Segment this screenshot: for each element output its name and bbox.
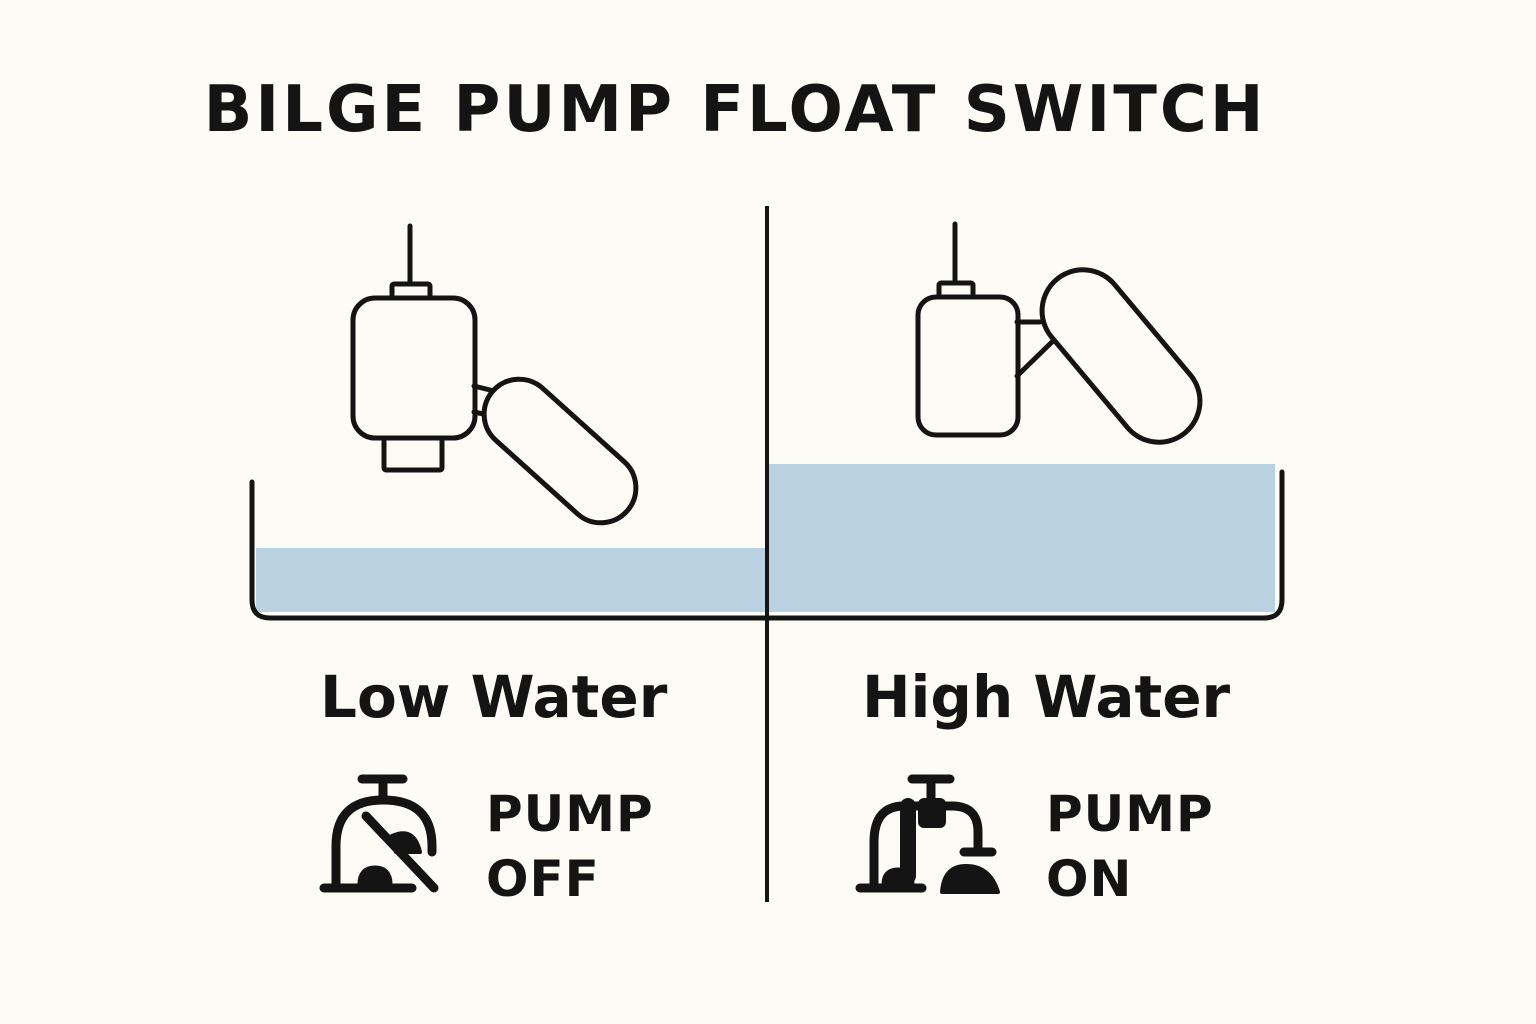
pump-off-status-line2: OFF bbox=[486, 850, 600, 908]
pump-on-icon bbox=[855, 774, 1000, 894]
pump-off-status: PUMP OFF bbox=[486, 782, 654, 912]
high-water-label: High Water bbox=[862, 663, 1231, 731]
low-water-fill bbox=[256, 548, 766, 612]
pump-on-status-line2: ON bbox=[1046, 850, 1133, 908]
pump-on-status-line1: PUMP bbox=[1046, 785, 1214, 843]
high-water-fill bbox=[768, 464, 1275, 612]
pump-off-icon bbox=[319, 774, 439, 893]
float-switch-icon bbox=[915, 221, 1203, 445]
diagram-title: BILGE PUMP FLOAT SWITCH bbox=[203, 73, 1267, 147]
low-water-label: Low Water bbox=[320, 663, 668, 731]
pump-on-status: PUMP ON bbox=[1046, 782, 1214, 912]
float-switch-icon bbox=[350, 223, 639, 526]
pump-off-status-line1: PUMP bbox=[486, 785, 654, 843]
